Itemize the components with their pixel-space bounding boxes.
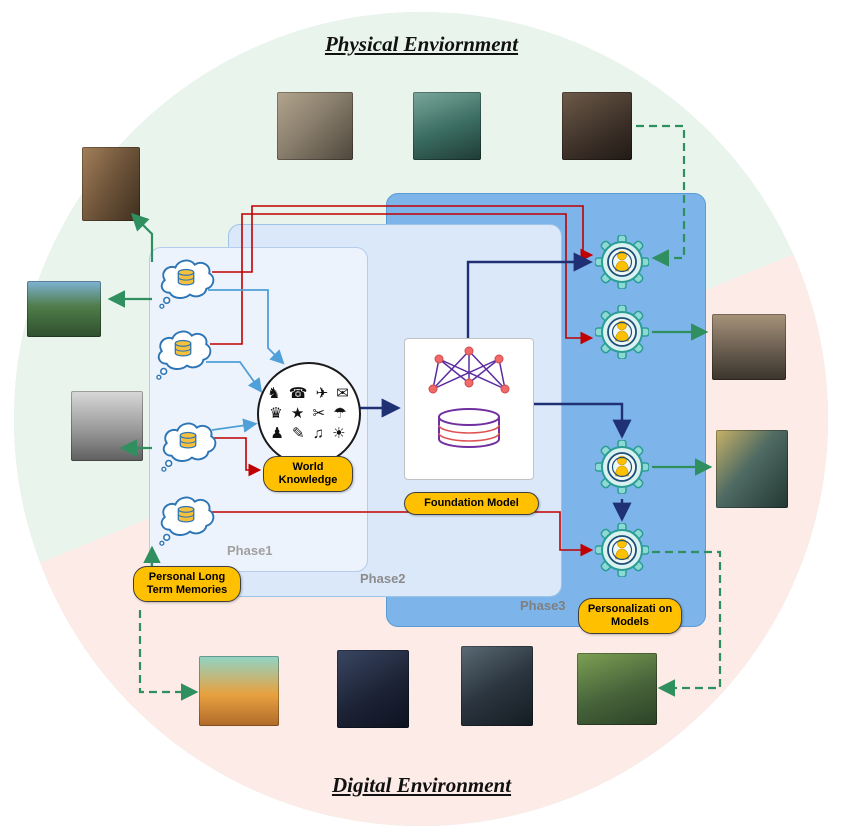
thought-bubble-memory-icon-3 bbox=[160, 418, 218, 479]
thought-bubble-memory-icon-2 bbox=[155, 326, 213, 387]
photo-city-street bbox=[712, 314, 786, 380]
photo-mountain-stream bbox=[27, 281, 101, 337]
gear-with-user-icon-2 bbox=[594, 304, 650, 364]
physical-environment-title: Physical Enviornment bbox=[324, 32, 519, 56]
photo-robot-lab bbox=[461, 646, 533, 726]
photo-vr-user bbox=[716, 430, 788, 508]
photo-forest-game bbox=[577, 653, 657, 725]
foundation-model-badge: Foundation Model bbox=[404, 492, 539, 516]
photo-surgeons bbox=[413, 92, 481, 160]
world-knowledge-collage-icon: ♞ ☎ ✈ ✉ ♛ ★ ✂ ☂ ♟ ✎ ♫ ☀ bbox=[257, 362, 361, 466]
gear-with-user-icon-3 bbox=[594, 439, 650, 499]
thought-bubble-memory-icon-4 bbox=[158, 492, 216, 553]
photo-elderly-reading bbox=[277, 92, 353, 160]
foundation-model-network-database-icon bbox=[404, 338, 534, 480]
phase2-label: Phase2 bbox=[360, 571, 406, 586]
photo-game-platformer bbox=[199, 656, 279, 726]
phase3-label: Phase3 bbox=[520, 598, 566, 613]
personal-long-term-memories-badge: Personal Long Term Memories bbox=[133, 566, 241, 603]
gear-with-user-icon-4 bbox=[594, 522, 650, 582]
photo-rock-climber bbox=[82, 147, 140, 221]
network-edges bbox=[432, 350, 506, 390]
photo-elderly-man bbox=[562, 92, 632, 160]
network-nodes bbox=[428, 346, 510, 394]
world-knowledge-glyphs: ♞ ☎ ✈ ✉ ♛ ★ ✂ ☂ ♟ ✎ ♫ ☀ bbox=[267, 384, 351, 443]
thought-bubble-memory-icon-1 bbox=[158, 255, 216, 316]
database-cylinder bbox=[438, 408, 500, 448]
personalization-models-badge: Personalizati on Models bbox=[578, 598, 682, 635]
phase1-label: Phase1 bbox=[227, 543, 273, 558]
gear-with-user-icon-1 bbox=[594, 234, 650, 294]
world-knowledge-badge: World Knowledge bbox=[263, 456, 353, 493]
photo-scifi-room bbox=[337, 650, 409, 728]
photo-skateboarder bbox=[71, 391, 143, 461]
digital-environment-title: Digital Environment bbox=[331, 773, 512, 797]
